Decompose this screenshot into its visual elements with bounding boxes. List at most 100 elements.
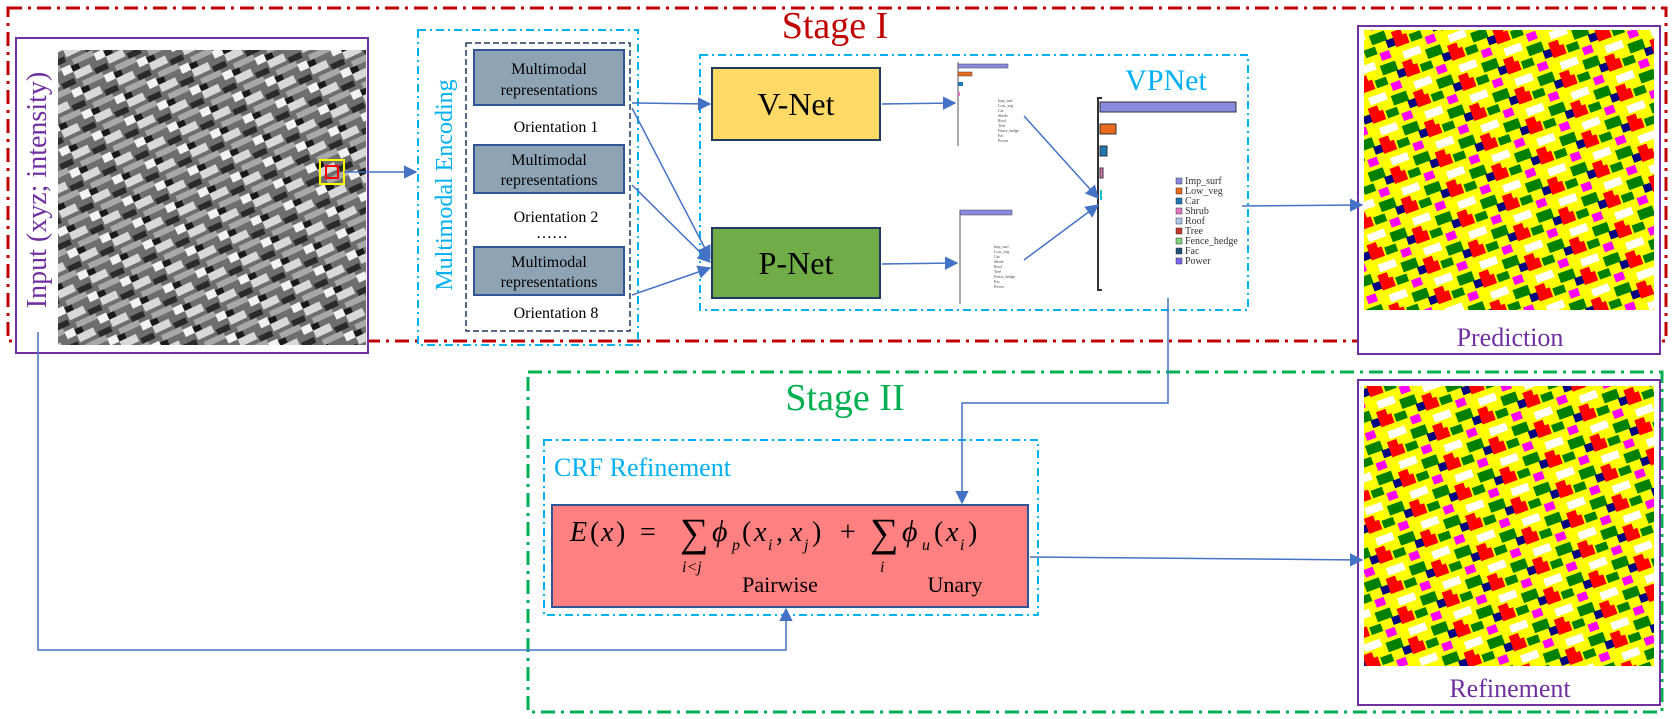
vnet-legend-4: Roof bbox=[998, 118, 1007, 123]
svg-text:(: ( bbox=[934, 517, 943, 548]
arrow-input-to-crf bbox=[37, 332, 793, 651]
arrow-pchart-to-vpnet bbox=[1023, 204, 1100, 261]
mm-box-3 bbox=[473, 246, 625, 296]
arrow-mm1-to-pnet bbox=[631, 107, 711, 260]
vpnet-legend-6: Fence_hedge bbox=[1185, 236, 1238, 247]
arrow-mm1-to-vnet bbox=[631, 97, 712, 111]
vpnet-legend-swatch-3 bbox=[1175, 207, 1183, 215]
stage1-title: Stage I bbox=[782, 5, 889, 47]
arrow-vpnet-to-prediction bbox=[1241, 198, 1364, 212]
svg-text:∑: ∑ bbox=[680, 510, 709, 555]
svg-text:j: j bbox=[802, 537, 809, 554]
refinement-image bbox=[1364, 386, 1654, 666]
mm-box-2-line1: Multimodal bbox=[511, 152, 587, 169]
orientation-8-label: Orientation 8 bbox=[514, 305, 599, 322]
stage2-title: Stage II bbox=[785, 377, 904, 419]
svg-text:ϕ: ϕ bbox=[712, 515, 728, 548]
svg-text:E: E bbox=[569, 517, 587, 548]
arrow-pnet-to-chart bbox=[881, 256, 959, 270]
connector-arrows bbox=[37, 96, 1364, 651]
vnet-label: V-Net bbox=[757, 86, 834, 122]
vpnet-chart-bar-4 bbox=[1100, 190, 1102, 200]
vpnet-legend-swatch-7 bbox=[1175, 247, 1183, 255]
vnet-output-chart: Imp_surf Low_veg Car Shrub Roof Tree Fen… bbox=[957, 62, 1019, 146]
svg-text:): ) bbox=[812, 517, 821, 548]
svg-text:x: x bbox=[945, 517, 959, 548]
pnet-legend-3: Shrub bbox=[994, 259, 1004, 264]
vpnet-legend-swatch-2 bbox=[1175, 197, 1183, 205]
crf-title: CRF Refinement bbox=[554, 453, 732, 482]
svg-text:i: i bbox=[768, 537, 772, 554]
vpnet-chart-bar-2 bbox=[1099, 145, 1108, 157]
pnet-legend-5: Tree bbox=[994, 269, 1001, 274]
pnet-label: P-Net bbox=[759, 245, 834, 281]
vnet-chart-legend: Imp_surf Low_veg Car Shrub Roof Tree Fen… bbox=[998, 98, 1019, 143]
mm-box-1-line1: Multimodal bbox=[511, 61, 587, 78]
input-label: Input (xyz; intensity) bbox=[22, 72, 53, 308]
vnet-legend-1: Low_veg bbox=[998, 103, 1013, 108]
orientation-ellipsis: …… bbox=[536, 225, 568, 242]
pnet-legend-0: Imp_surf bbox=[994, 244, 1009, 249]
vpnet-legend-swatch-0 bbox=[1175, 177, 1183, 185]
vnet-legend-8: Power bbox=[998, 138, 1009, 143]
vpnet-legend-5: Tree bbox=[1185, 226, 1204, 237]
svg-text:(: ( bbox=[742, 517, 751, 548]
vnet-legend-3: Shrub bbox=[998, 113, 1008, 118]
svg-text:∑: ∑ bbox=[870, 510, 899, 555]
svg-text:): ) bbox=[968, 517, 977, 548]
arrow-vpnet-to-crf bbox=[955, 298, 1169, 505]
arrow-mm3-to-pnet bbox=[631, 265, 712, 296]
vpnet-legend-2: Car bbox=[1185, 196, 1200, 207]
prediction-image bbox=[1364, 30, 1654, 310]
encoding-title: Multimodal Encoding bbox=[432, 79, 458, 290]
pnet-legend-2: Car bbox=[994, 254, 1000, 259]
mm-box-1 bbox=[473, 49, 625, 106]
svg-text:ϕ: ϕ bbox=[902, 515, 918, 548]
vpnet-chart-legend: Imp_surf Low_veg Car Shrub Roof Tree Fen… bbox=[1175, 176, 1238, 267]
crf-unary-label: Unary bbox=[928, 572, 983, 597]
crf-frame bbox=[543, 439, 1039, 616]
pnet-output-chart: Imp_surf Low_veg Car Shrub Roof Tree Fen… bbox=[959, 209, 1015, 304]
crf-pairwise-label: Pairwise bbox=[742, 572, 818, 597]
vpnet-legend-swatch-8 bbox=[1175, 257, 1183, 265]
vpnet-legend-swatch-6 bbox=[1175, 237, 1183, 245]
input-focus-point bbox=[325, 165, 339, 179]
mm-box-3-line1: Multimodal bbox=[511, 254, 587, 271]
svg-text:x: x bbox=[753, 517, 767, 548]
crf-energy-box bbox=[551, 504, 1029, 608]
vpnet-chart-bar-3 bbox=[1099, 167, 1104, 179]
vnet-legend-2: Car bbox=[998, 108, 1004, 113]
vnet-legend-0: Imp_surf bbox=[998, 98, 1013, 103]
svg-text:i: i bbox=[880, 559, 884, 576]
vpnet-chart-bar-1 bbox=[1099, 123, 1117, 135]
vnet-chart-bar-0 bbox=[957, 63, 1009, 69]
svg-text:i: i bbox=[960, 537, 964, 554]
vpnet-legend-4: Roof bbox=[1185, 216, 1206, 227]
svg-text:): ) bbox=[616, 517, 625, 548]
svg-text:u: u bbox=[922, 537, 930, 554]
arrow-crf-to-refinement bbox=[1029, 553, 1364, 567]
pnet-legend-4: Roof bbox=[994, 264, 1003, 269]
arrow-vchart-to-vpnet bbox=[1023, 115, 1099, 200]
pnet-chart-legend: Imp_surf Low_veg Car Shrub Roof Tree Fen… bbox=[994, 244, 1015, 289]
vpnet-legend-swatch-1 bbox=[1175, 187, 1183, 195]
crf-energy-formula: E ( x ) = ∑ i<j ϕ p ( x i , x j ) + ∑ i … bbox=[569, 510, 977, 576]
stage2-frame bbox=[526, 370, 1664, 714]
arrow-mm2-to-pnet bbox=[631, 184, 711, 263]
pnet-legend-8: Power bbox=[994, 284, 1005, 289]
vpnet-frame bbox=[699, 54, 1249, 311]
pnet-legend-1: Low_veg bbox=[994, 249, 1009, 254]
mm-box-1-line2: representations bbox=[501, 82, 598, 99]
svg-text:x: x bbox=[600, 517, 614, 548]
vpnet-output-chart: Imp_surf Low_veg Car Shrub Roof Tree Fen… bbox=[1097, 97, 1238, 291]
encoding-inner-frame bbox=[465, 42, 631, 332]
svg-text:,: , bbox=[776, 517, 783, 548]
stage1-frame bbox=[6, 6, 1668, 343]
vpnet-legend-1: Low_veg bbox=[1185, 186, 1223, 197]
vpnet-chart-bar-0 bbox=[1099, 101, 1237, 113]
prediction-label: Prediction bbox=[1457, 323, 1564, 352]
vnet-chart-bar-1 bbox=[957, 71, 973, 77]
mm-box-2 bbox=[473, 144, 625, 194]
encoding-frame bbox=[417, 29, 639, 346]
vnet-legend-7: Fac bbox=[998, 133, 1004, 138]
